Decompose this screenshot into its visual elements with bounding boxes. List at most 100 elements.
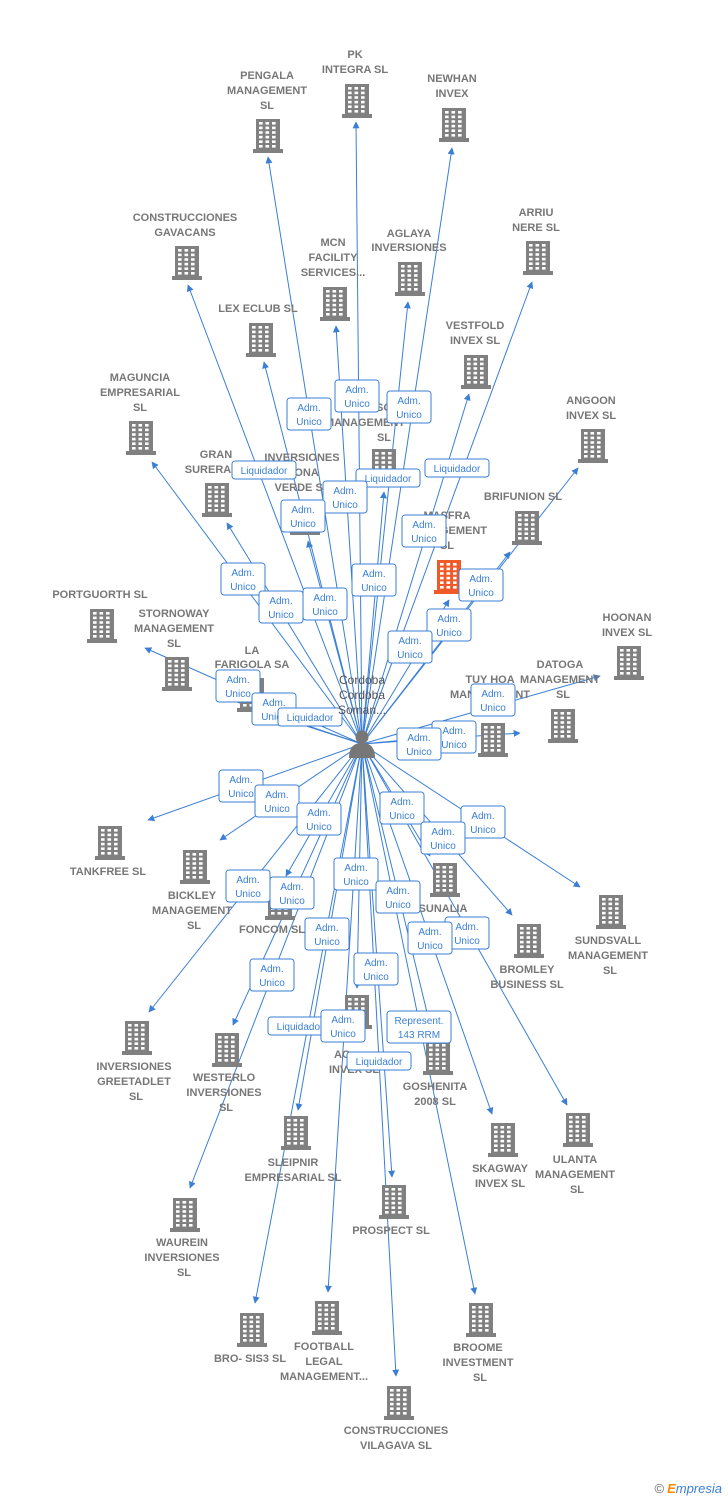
edge-role-label: Adm.Unico	[249, 958, 295, 992]
edge-pengala	[265, 156, 363, 745]
edge-role-label-text: Represent.	[395, 1016, 444, 1027]
building-icon	[563, 1113, 593, 1147]
edge-role-label-text: Unico	[397, 650, 423, 661]
edge-role-label-text: Adm.	[345, 385, 368, 396]
node-brifunion[interactable]: BRIFUNION SL	[484, 491, 563, 545]
edge-role-label-box	[346, 1051, 412, 1071]
node-prospect[interactable]: PROSPECT SL	[352, 1185, 430, 1237]
building-icon	[253, 119, 283, 153]
node-label-skagway-2: INVEX SL	[475, 1178, 525, 1190]
edge-role-label: Adm.Unico	[258, 590, 304, 624]
edge-role-label-text: Adm.	[260, 964, 283, 975]
edge-role-label-box	[296, 802, 342, 836]
edge-role-label-box	[302, 587, 348, 621]
node-label-waurein-2: INVERSIONES	[144, 1252, 219, 1264]
node-brosis[interactable]: BRO- SIS3 SL	[214, 1313, 286, 1365]
node-label-inversionesmona-3: VERDE SL	[274, 482, 329, 494]
building-icon	[434, 560, 464, 594]
edge-role-label: Adm.Unico	[220, 562, 266, 596]
edge-role-label-text: Adm.	[412, 520, 435, 531]
edge-role-label: Adm.Unico	[375, 880, 421, 914]
edge-role-label-text: Unico	[268, 610, 294, 621]
edge-role-label-box	[334, 379, 380, 413]
edge-role-label-text: Unico	[417, 941, 443, 952]
node-portguorth[interactable]: PORTGUORTH SL	[52, 589, 148, 643]
edge-role-label-text: Unico	[314, 937, 340, 948]
edge-role-label: Adm.Unico	[396, 727, 442, 761]
edge-pk	[352, 121, 363, 745]
edge-role-label-text: Adm.	[469, 574, 492, 585]
edge-role-label-text: Unico	[441, 740, 467, 751]
building-icon	[514, 924, 544, 958]
edge-role-label-text: Adm.	[313, 593, 336, 604]
edge-role-label-box	[424, 458, 490, 478]
node-label-westerlo-3: SL	[219, 1102, 233, 1114]
edge-role-label-box	[375, 880, 421, 914]
node-sunalia[interactable]: SUNALIA	[419, 863, 468, 915]
node-football[interactable]: FOOTBALLLEGALMANAGEMENT...	[280, 1301, 368, 1383]
edge-role-label: Adm.Unico	[386, 390, 432, 424]
edge-somanagement	[361, 491, 387, 745]
node-label-sundsvall-1: SUNDSVALL	[575, 935, 642, 947]
node-mcn[interactable]: MCNFACILITYSERVICES...	[301, 237, 366, 321]
node-label-pk-2: INTEGRA SL	[322, 64, 388, 76]
building-icon	[488, 1123, 518, 1157]
center-person-label-line2: Cordoba	[339, 688, 385, 702]
node-label-gransurera-2: SURERA	[185, 464, 232, 476]
edge-role-label: Adm.Unico	[426, 608, 472, 642]
edge-role-label-text: Adm.	[407, 733, 430, 744]
edge-role-label: Adm.Unico	[387, 630, 433, 664]
node-label-ulanta-1: ULANTA	[553, 1154, 597, 1166]
node-label-maguncia-2: EMPRESARIAL	[100, 387, 180, 399]
edge-role-label-box	[231, 460, 297, 480]
building-icon	[548, 709, 578, 743]
node-label-mcn-2: FACILITY	[309, 252, 359, 264]
edge-role-label-text: 143 RRM	[398, 1030, 440, 1041]
footer-brand: ©Empresia	[654, 1481, 722, 1496]
center-person-label: Cordoba	[339, 673, 385, 687]
edge-role-label-text: Adm.	[236, 875, 259, 886]
edge-role-label-text: Adm.	[390, 797, 413, 808]
edge-role-label-text: Unico	[436, 628, 462, 639]
node-lexeclub[interactable]: LEX ECLUB SL	[218, 303, 298, 357]
node-tankfree[interactable]: TANKFREE SL	[70, 826, 146, 878]
edge-role-label-text: Unico	[480, 703, 506, 714]
person-icon	[349, 730, 375, 758]
node-label-tuyhoa-1: TUY HOA	[465, 674, 514, 686]
node-label-newhan-2: INVEX	[435, 88, 469, 100]
edge-role-label-box	[379, 791, 425, 825]
node-label-portguorth-1: PORTGUORTH SL	[52, 589, 148, 601]
edge-role-label-text: Unico	[411, 534, 437, 545]
edge-role-label: Adm.Unico	[420, 821, 466, 855]
edge-role-label-text: Adm.	[315, 923, 338, 934]
node-label-bickley-2: MANAGEMENT	[152, 905, 232, 917]
center-person[interactable]: Cordoba Cordoba Soman...	[338, 673, 386, 758]
